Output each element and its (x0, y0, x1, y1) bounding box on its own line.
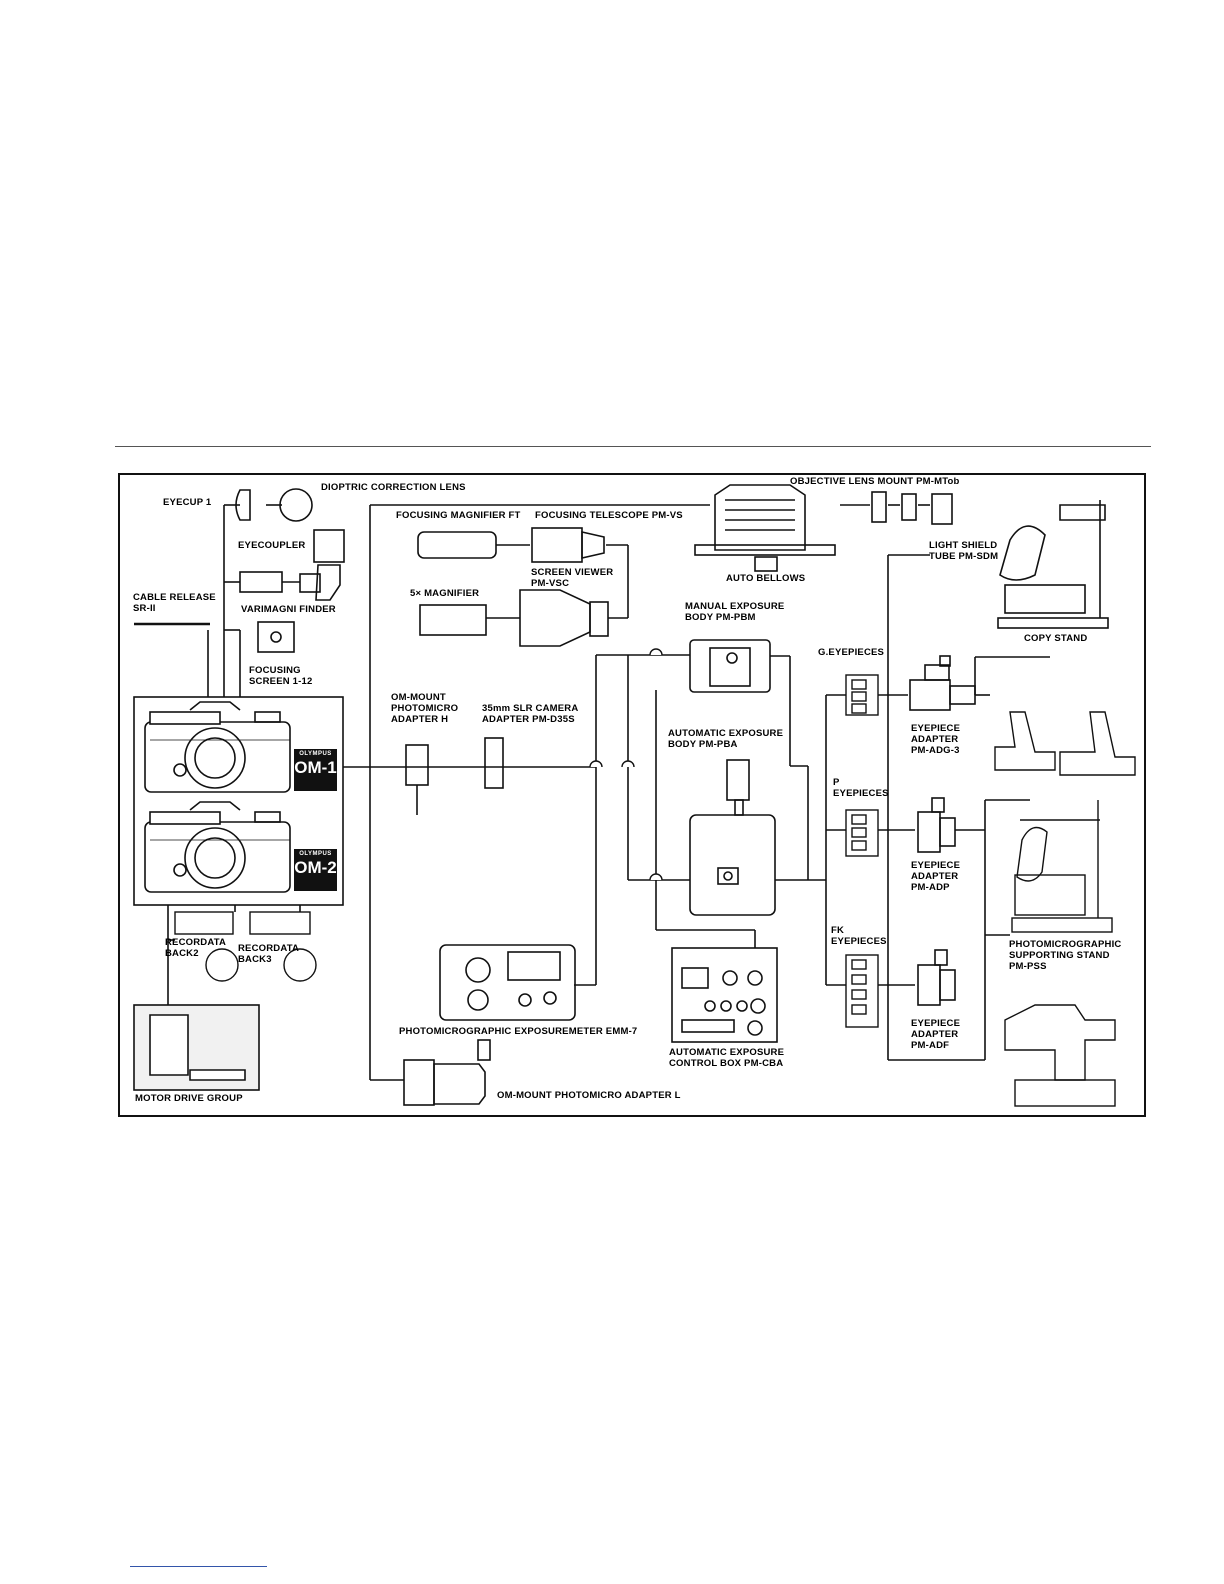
fk-eyepieces-drawing (846, 955, 878, 1027)
label-focusing-telescope: FOCUSING TELESCOPE PM-VS (535, 510, 683, 521)
motor-drive-drawing (134, 1005, 259, 1090)
label-focusing-magnifier: FOCUSING MAGNIFIER FT (396, 510, 521, 521)
om2-camera-drawing (145, 802, 290, 892)
eyecoupler-drawing (314, 530, 344, 562)
label-exposuremeter: PHOTOMICROGRAPHIC EXPOSUREMETER EMM-7 (399, 1026, 637, 1037)
label-5x-magnifier: 5× MAGNIFIER (410, 588, 479, 599)
om1-model: OM-1 (294, 759, 337, 777)
slr-adapter-drawing (485, 738, 503, 788)
eyepiece-adapter-adg3-drawing (910, 656, 975, 710)
om2-badge: OLYMPUS OM-2 (294, 849, 337, 891)
label-auto-bellows: AUTO BELLOWS (726, 573, 805, 584)
dioptric-lens-drawing (280, 489, 312, 521)
label-eyecup: EYECUP 1 (163, 497, 211, 508)
p-eyepieces-drawing (846, 810, 878, 856)
label-motor-drive-group: MOTOR DRIVE GROUP (135, 1093, 243, 1104)
label-focusing-screen: FOCUSING SCREEN 1-12 (249, 665, 312, 687)
adapter-l-drawing (404, 1040, 490, 1105)
label-cable-release: CABLE RELEASE SR-II (133, 592, 216, 614)
label-slr-camera-adapter: 35mm SLR CAMERA ADAPTER PM-D35S (482, 703, 578, 725)
light-shield-drawing (932, 494, 952, 524)
microscope-3-drawing (1005, 1005, 1115, 1106)
footnote-rule (130, 1566, 267, 1567)
automatic-exposure-body-drawing (690, 760, 775, 915)
label-light-shield: LIGHT SHIELD TUBE PM-SDM (929, 540, 998, 562)
label-screen-viewer: SCREEN VIEWER PM-VSC (531, 567, 613, 589)
label-eyepiece-adapter-adf: EYEPIECE ADAPTER PM-ADF (911, 1018, 960, 1051)
label-automatic-exposure-body: AUTOMATIC EXPOSURE BODY PM-PBA (668, 728, 783, 750)
label-fk-eyepieces: FK EYEPIECES (831, 925, 887, 947)
recordata-back3-drawing (250, 912, 310, 934)
auto-bellows-drawing (695, 485, 835, 571)
objective-mount-drawing (872, 492, 886, 522)
g-eyepieces-drawing (846, 675, 878, 715)
label-p-eyepieces: P EYEPIECES (833, 777, 889, 799)
om1-badge: OLYMPUS OM-1 (294, 749, 337, 791)
recordata-back2-drawing (175, 912, 233, 934)
screen-viewer-drawing (520, 590, 590, 646)
om2-model: OM-2 (294, 859, 337, 877)
label-varimagni-finder: VARIMAGNI FINDER (241, 604, 336, 615)
eyepiece-adapter-adf-drawing (918, 950, 955, 1005)
microscope-1-drawing (995, 712, 1135, 775)
label-photomicrographic-stand: PHOTOMICROGRAPHIC SUPPORTING STAND PM-PS… (1009, 939, 1121, 972)
focusing-magnifier-drawing (418, 532, 496, 558)
varimagni-drawing (240, 572, 282, 592)
exposuremeter-drawing (440, 945, 575, 1020)
label-copy-stand: COPY STAND (1024, 633, 1087, 644)
adapter-h-drawing (406, 745, 428, 785)
manual-exposure-body-drawing (690, 640, 770, 692)
label-dioptric-correction-lens: DIOPTRIC CORRECTION LENS (321, 482, 466, 493)
label-eyecoupler: EYECOUPLER (238, 540, 305, 551)
5x-magnifier-drawing (420, 605, 486, 635)
control-box-drawing (672, 948, 777, 1042)
label-recordata-back3: RECORDATA BACK3 (238, 943, 299, 965)
photomicrographic-stand-drawing (1012, 800, 1112, 932)
label-eyepiece-adapter-adg3: EYEPIECE ADAPTER PM-ADG-3 (911, 723, 960, 756)
label-om-mount-adapter-h: OM-MOUNT PHOTOMICRO ADAPTER H (391, 692, 458, 725)
label-objective-lens-mount: OBJECTIVE LENS MOUNT PM-MTob (790, 476, 960, 487)
label-g-eyepieces: G.EYEPIECES (818, 647, 884, 658)
copy-stand-drawing (998, 500, 1108, 628)
label-om-mount-adapter-l: OM-MOUNT PHOTOMICRO ADAPTER L (497, 1090, 681, 1101)
om1-camera-drawing (145, 702, 290, 792)
label-manual-exposure-body: MANUAL EXPOSURE BODY PM-PBM (685, 601, 784, 623)
label-eyepiece-adapter-adp: EYEPIECE ADAPTER PM-ADP (911, 860, 960, 893)
focusing-telescope-drawing (532, 528, 582, 562)
eyepiece-adapter-adp-drawing (918, 798, 955, 852)
label-control-box: AUTOMATIC EXPOSURE CONTROL BOX PM-CBA (669, 1047, 784, 1069)
focusing-screen-drawing (258, 622, 294, 652)
label-recordata-back2: RECORDATA BACK2 (165, 937, 226, 959)
